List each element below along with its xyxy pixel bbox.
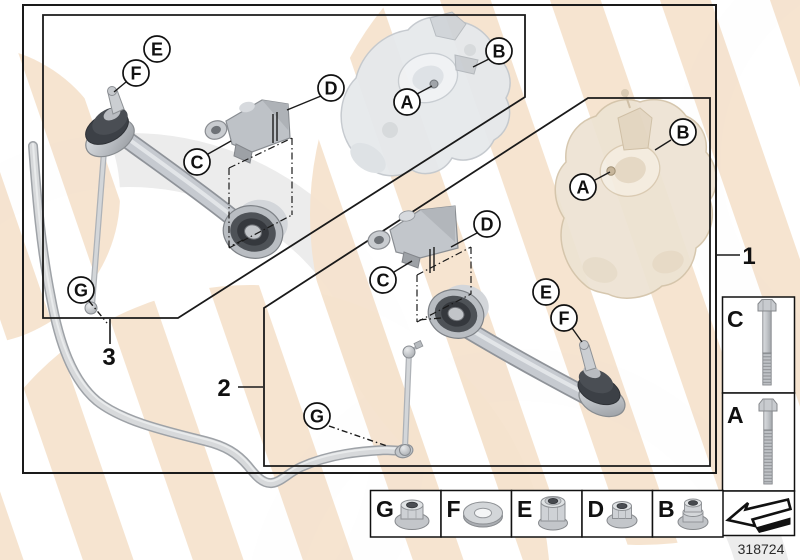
legend-letter-B: B: [658, 496, 675, 522]
callout-F-box2[interactable]: F: [550, 304, 578, 332]
legend-bottom-strip: G F E: [369, 489, 724, 538]
legend-cell-D[interactable]: D: [581, 489, 654, 538]
callout-letter: B: [677, 123, 690, 143]
control-arm-item3: [85, 86, 288, 259]
ball-joint-stud-tip: [107, 86, 117, 96]
callout-B-box3[interactable]: B: [485, 37, 513, 65]
outer-frame: [22, 4, 717, 474]
drawing-number: 318724: [738, 541, 785, 557]
item2-number[interactable]: 2: [217, 375, 230, 402]
callout-G-box3[interactable]: G: [67, 276, 95, 304]
legend-cell-G[interactable]: G: [369, 489, 442, 538]
control-arm-item2: [427, 284, 626, 418]
callout-letter: E: [151, 40, 163, 60]
legend-cell-C[interactable]: C: [721, 296, 796, 394]
callout-G-box2[interactable]: G: [303, 402, 331, 430]
legend-letter-A: A: [727, 402, 744, 428]
self-locking-nut-icon: [538, 496, 568, 531]
legend-cell-arrow[interactable]: [721, 490, 796, 537]
frame-item3: [42, 14, 526, 319]
callout-A-box3[interactable]: A: [393, 88, 421, 116]
callout-D-box3[interactable]: D: [317, 74, 345, 102]
frame-item2: [263, 97, 711, 467]
legend-letter-D: D: [588, 496, 605, 522]
hex-bolt-long-thread-icon: [758, 398, 778, 485]
steering-knuckle-item1: [554, 89, 718, 299]
hex-bolt-long-shank-icon: [757, 299, 777, 386]
washer-icon: [463, 501, 503, 528]
legend-cell-F[interactable]: F: [440, 489, 513, 538]
flange-nut-small-icon: [606, 501, 638, 529]
item3-number[interactable]: 3: [102, 344, 115, 371]
callout-letter: D: [481, 215, 494, 235]
callout-letter: E: [540, 283, 552, 303]
callout-E-box2[interactable]: E: [532, 278, 560, 306]
guide-support-bracket-box2: [367, 205, 459, 269]
ball-joint-stud-tip: [579, 340, 589, 350]
callout-letter: C: [377, 271, 390, 291]
item-labels: 3 2 1: [102, 243, 755, 402]
callout-letter: A: [577, 178, 590, 198]
callout-D-box2[interactable]: D: [473, 210, 501, 238]
callout-E-box3[interactable]: E: [143, 35, 171, 63]
callout-F-box3[interactable]: F: [122, 59, 150, 87]
guide-support-bracket-box3: [204, 99, 291, 164]
legend-side-column: C A: [721, 296, 796, 537]
legend-letter-E: E: [517, 496, 532, 522]
legend-letter-C: C: [727, 306, 744, 332]
callout-letter: B: [493, 42, 506, 62]
legend-cell-A[interactable]: A: [721, 392, 796, 492]
callout-letter: A: [401, 93, 414, 113]
callout-B-knuckle1[interactable]: B: [669, 118, 697, 146]
callouts: E F D C G A B D: [67, 35, 697, 430]
watermark-striped-circle: [0, 48, 120, 342]
combination-nut-icon: [677, 498, 709, 530]
assembly-lines: [228, 112, 472, 323]
callout-C-box3[interactable]: C: [183, 148, 211, 176]
callout-letter: C: [191, 153, 204, 173]
legend-cell-B[interactable]: B: [651, 489, 724, 538]
stabilizer-link-middle: [399, 340, 424, 456]
callout-A-knuckle1[interactable]: A: [569, 173, 597, 201]
callout-letter: D: [325, 79, 338, 99]
leader-lines: [88, 58, 672, 447]
callout-letter: F: [131, 64, 142, 84]
callout-letter: G: [74, 281, 88, 301]
direction-of-travel-arrow-icon: [725, 497, 793, 533]
arm2-bushing: [427, 284, 489, 339]
callout-C-box2[interactable]: C: [369, 266, 397, 294]
frames: [22, 4, 717, 474]
legend-cell-E[interactable]: E: [510, 489, 583, 538]
legend-letter-F: F: [447, 496, 461, 522]
item1-number[interactable]: 1: [742, 243, 755, 270]
callout-letter: G: [310, 407, 324, 427]
arm3-bushing: [222, 199, 288, 259]
legend-letter-G: G: [376, 496, 394, 522]
flange-nut-icon: [394, 499, 430, 530]
callout-letter: F: [559, 309, 570, 329]
bolt-a-knuckle1: [606, 166, 616, 176]
